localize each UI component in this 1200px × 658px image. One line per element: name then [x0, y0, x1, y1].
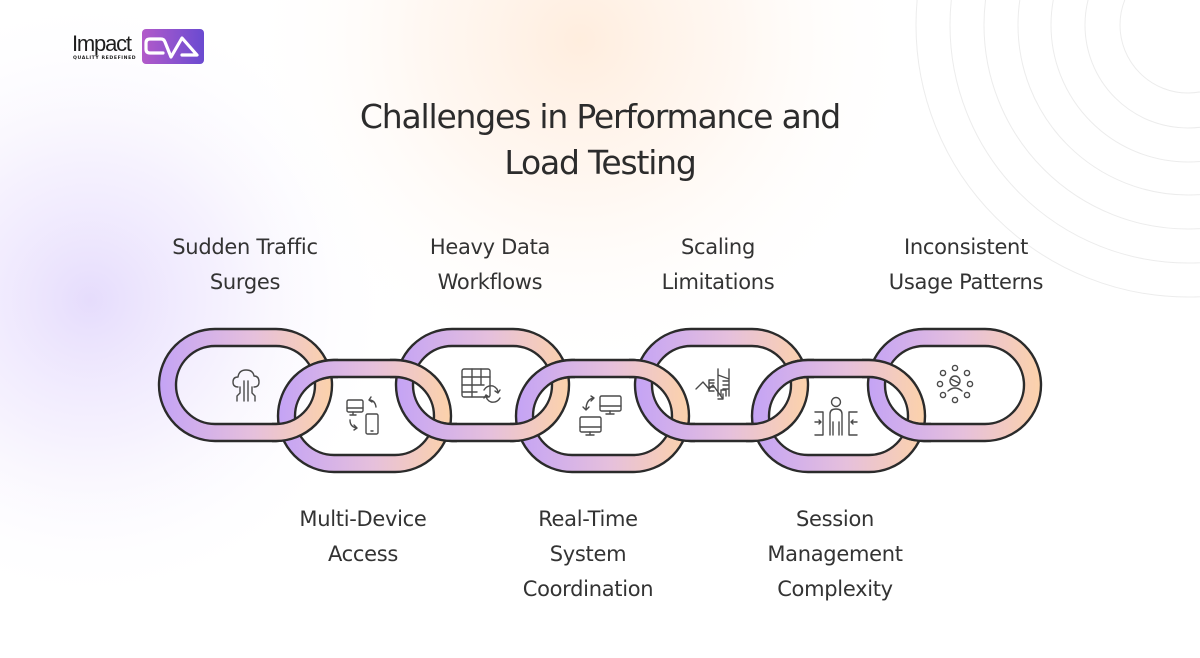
- background-rings: [915, 0, 1200, 298]
- chain-link-overlap: [272, 418, 323, 443]
- challenge-label-1: Sudden Traffic Surges: [145, 230, 345, 300]
- impactqa-logo: Impact QUALITY REDEFINED: [72, 29, 204, 65]
- challenge-label-5: Scaling Limitations: [618, 230, 818, 300]
- label-line: Coordination: [522, 577, 654, 601]
- logo-qa-badge: [142, 29, 204, 64]
- label-line: Limitations: [661, 270, 775, 294]
- chain-link-overlap: [525, 358, 575, 383]
- label-line: Complexity: [777, 577, 893, 601]
- link-band: [746, 418, 799, 443]
- label-line: Session: [795, 507, 875, 531]
- label-line: Sudden Traffic: [172, 235, 318, 259]
- challenge-label-7: Inconsistent Usage Patterns: [856, 230, 1076, 300]
- monitors-sync-icon: [579, 395, 622, 436]
- challenge-label-2: Multi-Device Access: [263, 502, 463, 572]
- chain-icons: [232, 364, 974, 436]
- link-band: [510, 418, 560, 443]
- table-refresh-icon: [461, 368, 501, 403]
- link-band: [761, 358, 814, 383]
- label-line: Surges: [209, 270, 281, 294]
- chain-link-overlap: [287, 358, 338, 383]
- chain-link-overlap: [390, 358, 442, 383]
- challenge-label-4: Real-Time System Coordination: [488, 502, 688, 607]
- logo-wordmark: Impact: [72, 31, 132, 56]
- chain-link-overlap: [877, 418, 931, 443]
- qa-glyph-icon: [144, 36, 199, 59]
- chain-link-overlap: [746, 418, 799, 443]
- chain-link-overlap: [405, 418, 457, 443]
- chain-link-overlap: [629, 358, 680, 383]
- chain-overlaps: [272, 358, 931, 443]
- link-band: [287, 358, 338, 383]
- label-line: System: [549, 542, 627, 566]
- link-band: [644, 418, 695, 443]
- label-line: Access: [327, 542, 399, 566]
- label-line: Workflows: [437, 270, 543, 294]
- chain-link-overlap: [761, 358, 814, 383]
- link-band: [629, 358, 680, 383]
- label-line: Multi-Device: [299, 507, 427, 531]
- title-line-1: Challenges in Performance and: [359, 97, 841, 136]
- cloud-network-icon: [232, 369, 260, 402]
- user-network-icon: [936, 364, 974, 404]
- user-session-icon: [814, 396, 858, 436]
- chain-link-overlap: [644, 418, 695, 443]
- link-band: [877, 418, 931, 443]
- title-line-2: Load Testing: [504, 143, 696, 182]
- link-band: [390, 358, 442, 383]
- link-band: [405, 418, 457, 443]
- label-line: Real-Time: [538, 507, 638, 531]
- link-band: [525, 358, 575, 383]
- label-line: Inconsistent: [903, 235, 1029, 259]
- link-band: [272, 418, 323, 443]
- building-decline-icon: [695, 368, 730, 400]
- challenge-label-3: Heavy Data Workflows: [390, 230, 590, 300]
- label-line: Heavy Data: [429, 235, 551, 259]
- chain-link-overlap: [862, 358, 916, 383]
- device-sync-icon: [346, 396, 379, 435]
- chain-link-overlap: [510, 418, 560, 443]
- label-line: Usage Patterns: [888, 270, 1044, 294]
- label-line: Management: [767, 542, 903, 566]
- link-band: [862, 358, 916, 383]
- page-title: Challenges in Performance and Load Testi…: [200, 94, 1000, 186]
- challenge-label-6: Session Management Complexity: [735, 502, 935, 607]
- label-line: Scaling: [681, 235, 755, 259]
- logo-tagline: QUALITY REDEFINED: [73, 56, 137, 61]
